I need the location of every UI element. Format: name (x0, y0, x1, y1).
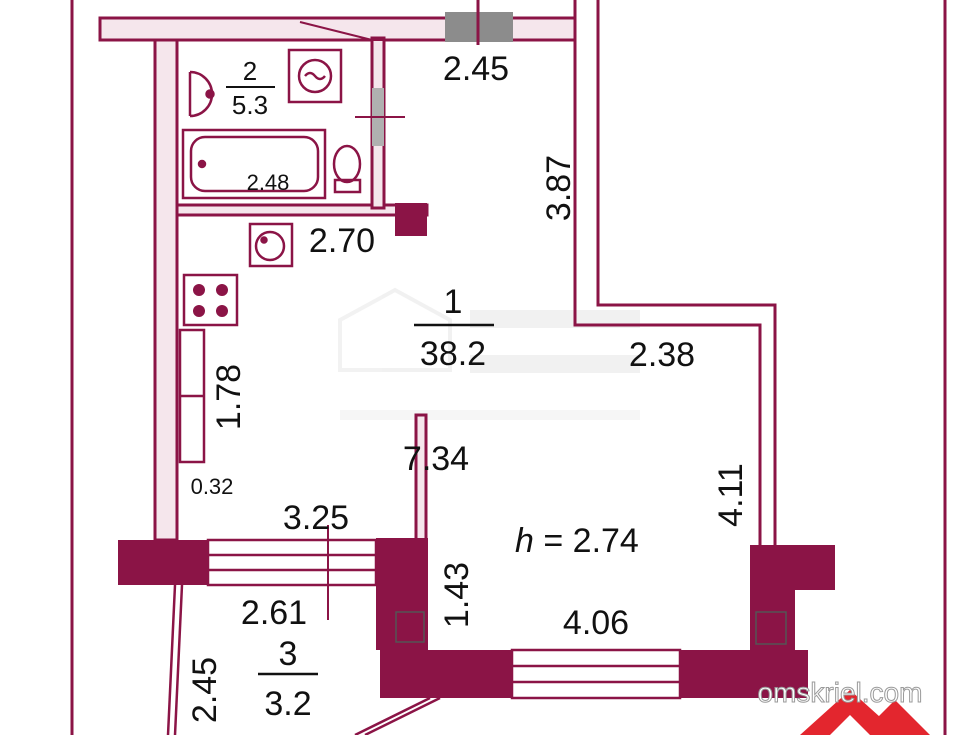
room-label-2: 2 5.3 (226, 56, 275, 120)
ceiling-height-label: h = 2.74 (515, 522, 639, 560)
dimension-label: 2.45 (186, 657, 224, 723)
dimension-label: 2.45 (443, 50, 509, 88)
room-area: 3.2 (264, 685, 311, 723)
room-label-3: 3 3.2 (258, 635, 318, 723)
kitchen-sink-icon (248, 222, 294, 268)
bathtub-icon (181, 128, 327, 200)
structural-walls (118, 203, 835, 698)
washbasin-icon (188, 70, 215, 118)
dimension-label: 2.48 (247, 170, 290, 195)
dimension-label: 0.32 (191, 474, 234, 499)
dimension-label: 2.38 (629, 336, 695, 374)
toilet-icon (332, 144, 362, 194)
column-marks (395, 611, 787, 645)
dimension-label: 2.70 (309, 222, 375, 260)
windows (206, 538, 682, 700)
dimension-label: 7.34 (403, 440, 469, 478)
dimension-label: 1.43 (438, 562, 476, 628)
ceiling-height-value: = 2.74 (534, 522, 639, 560)
room-number: 2 (243, 56, 257, 86)
room-label-1: 1 38.2 (414, 283, 494, 373)
dimension-label: 3.25 (283, 499, 349, 537)
room-number: 1 (444, 283, 463, 321)
stove-icon (182, 273, 239, 327)
room-number: 3 (279, 635, 298, 673)
dimension-label: 3.87 (540, 155, 578, 221)
dimension-label: 1.78 (210, 364, 248, 430)
dimension-label: 2.61 (241, 594, 307, 632)
washing-machine-icon (287, 48, 343, 104)
logo-icon (800, 690, 930, 735)
watermark-mark-icon (338, 287, 640, 420)
balcony-outline (166, 584, 441, 735)
kitchen-counter (178, 328, 206, 464)
room-area: 5.3 (232, 90, 268, 120)
top-riser (445, 0, 513, 45)
room-area: 38.2 (420, 335, 486, 373)
bathroom-door (299, 21, 405, 146)
ceiling-height-symbol: h (515, 522, 534, 560)
watermark-text: omskriel.com (758, 677, 923, 708)
dimension-label: 4.06 (563, 604, 629, 642)
dimension-label: 4.11 (712, 463, 750, 527)
